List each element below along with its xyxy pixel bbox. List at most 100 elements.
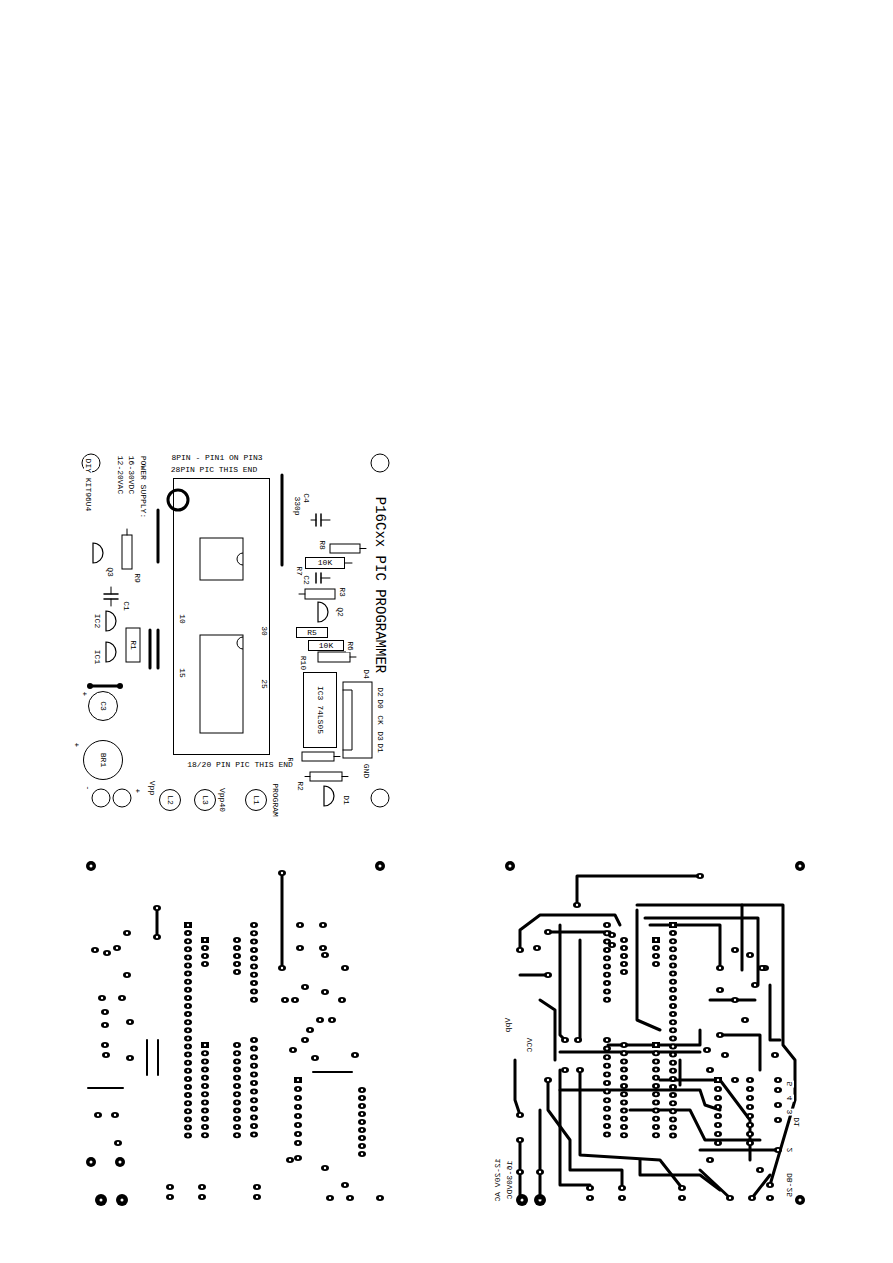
pad-hole xyxy=(749,1097,751,1099)
pad-hole xyxy=(204,1085,206,1087)
pad-hole xyxy=(672,940,674,942)
pad-hole xyxy=(129,1021,131,1023)
lead xyxy=(111,599,112,606)
pad-hole xyxy=(655,939,657,941)
pad-hole xyxy=(623,1060,625,1062)
pad xyxy=(250,1080,258,1086)
part-label: L3 xyxy=(201,794,209,806)
pad-hole xyxy=(204,1093,206,1095)
pad-hole xyxy=(547,931,549,933)
pad xyxy=(652,953,660,959)
pad xyxy=(233,1099,241,1105)
pad-hole xyxy=(349,1197,351,1199)
resistor-symbol xyxy=(305,589,335,599)
jumper-end xyxy=(87,683,93,689)
pad xyxy=(771,1052,779,1058)
pad xyxy=(294,1104,302,1110)
part-label: VCC xyxy=(526,1037,534,1053)
led-outline xyxy=(324,786,334,806)
pad xyxy=(294,1086,302,1092)
pad xyxy=(201,1075,209,1081)
pad-hole xyxy=(294,999,296,1001)
led-outline: L1 xyxy=(245,789,267,811)
pad-hole xyxy=(749,1115,751,1117)
pad-hole xyxy=(606,924,608,926)
part-label: 15 xyxy=(178,667,186,679)
pad-hole xyxy=(204,1068,206,1070)
pad-hole xyxy=(117,1142,119,1144)
pad-hole xyxy=(201,1196,203,1198)
pad-hole xyxy=(253,999,255,1001)
resistor-symbol xyxy=(330,544,360,553)
mounting-hole xyxy=(371,789,389,807)
copper-trace xyxy=(515,1060,520,1115)
pad-hole xyxy=(187,1013,189,1015)
pad-hole xyxy=(284,999,286,1001)
pad xyxy=(516,1137,524,1143)
pad-hole xyxy=(749,954,751,956)
pad-hole xyxy=(253,957,255,959)
pad xyxy=(620,1067,628,1073)
pad xyxy=(233,1116,241,1122)
pad xyxy=(184,1100,192,1106)
pad xyxy=(714,1113,722,1119)
pad-hole xyxy=(204,1101,206,1103)
pad xyxy=(103,950,111,956)
pad xyxy=(652,945,660,951)
pad-hole xyxy=(621,1197,623,1199)
pad-hole xyxy=(623,1085,625,1087)
pad-hole xyxy=(344,1184,346,1186)
square-pad xyxy=(652,937,660,943)
mounting-pad xyxy=(86,861,96,871)
pad-hole xyxy=(751,1197,753,1199)
pad xyxy=(201,1124,209,1130)
pad xyxy=(774,1117,782,1123)
pad-hole xyxy=(655,1085,657,1087)
part-label: 5 xyxy=(786,1081,794,1088)
pad-hole xyxy=(709,1069,711,1071)
pad xyxy=(603,922,611,928)
pad xyxy=(184,1052,192,1058)
pad-hole xyxy=(297,1097,299,1099)
pad xyxy=(669,1068,677,1074)
pad-hole xyxy=(623,1093,625,1095)
pad-hole xyxy=(256,1196,258,1198)
copper-trace xyxy=(540,1000,555,1060)
pad-hole xyxy=(672,948,674,950)
pad xyxy=(669,1052,677,1058)
pad-hole xyxy=(606,965,608,967)
pad xyxy=(184,1133,192,1139)
zif-socket: 10153025 xyxy=(173,478,270,755)
pad-hole xyxy=(187,924,189,926)
pad xyxy=(250,1054,258,1060)
jumper-end xyxy=(117,683,123,689)
pad-hole xyxy=(623,1126,625,1128)
pad xyxy=(101,1042,109,1048)
pad xyxy=(751,982,759,988)
pad xyxy=(714,1131,722,1137)
pad xyxy=(603,947,611,953)
pad-hole xyxy=(759,1169,761,1171)
pad xyxy=(201,1132,209,1138)
pad xyxy=(669,1100,677,1106)
pad-hole xyxy=(187,1070,189,1072)
link-wire xyxy=(146,1040,148,1075)
part-label: D1 xyxy=(342,794,350,806)
pad-hole xyxy=(655,1109,657,1111)
copper-trace xyxy=(630,1110,760,1140)
pad xyxy=(233,1108,241,1114)
ic-outline: IC3 74LS05 xyxy=(303,672,337,748)
pad-hole xyxy=(236,1109,238,1111)
pad xyxy=(250,1037,258,1043)
resistor-symbol: R5 xyxy=(296,627,328,638)
pad xyxy=(296,945,304,951)
part-label: 3 xyxy=(786,1109,794,1116)
pad-hole xyxy=(719,989,721,991)
pad xyxy=(301,984,309,990)
pad xyxy=(652,1124,660,1130)
pad xyxy=(669,1084,677,1090)
pad xyxy=(652,1067,660,1073)
part-label: 8PIN - PIN1 ON PIN3 xyxy=(170,454,263,462)
pad xyxy=(669,1019,677,1025)
pad-hole xyxy=(539,1171,541,1173)
